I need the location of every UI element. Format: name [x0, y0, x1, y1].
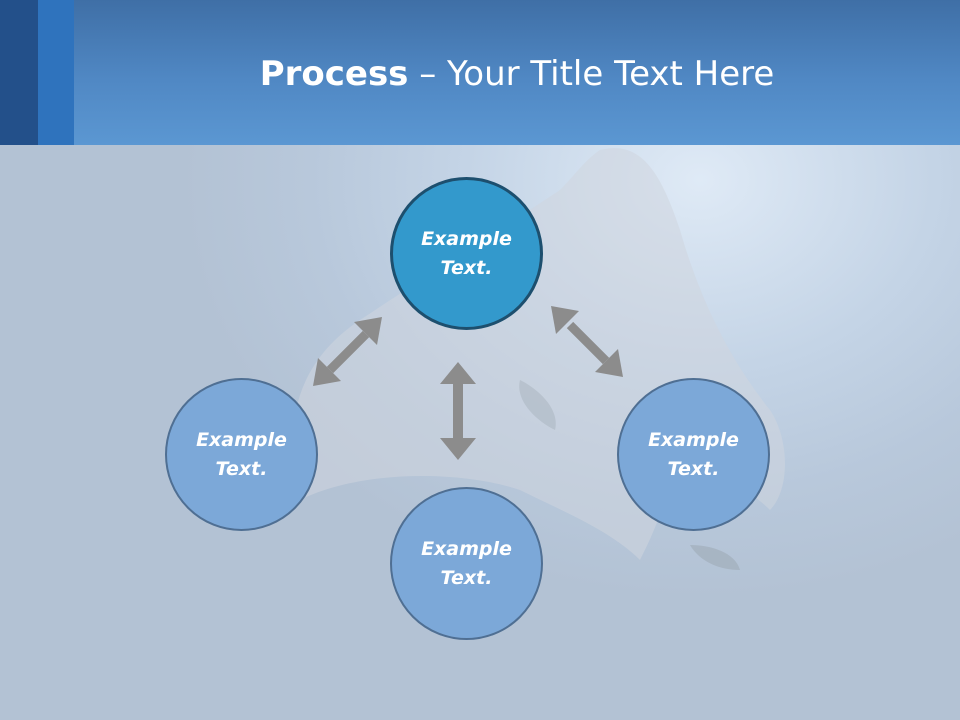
header-accent-stripe-dark: [0, 0, 38, 145]
title-rest-part: – Your Title Text Here: [408, 54, 775, 94]
title-bold-part: Process: [259, 54, 409, 94]
header-accent-stripe-light: [38, 0, 74, 145]
title-bar: [0, 0, 960, 145]
arrow-right-diagonal: [551, 306, 623, 377]
slide-title: Process – Your Title Text Here: [74, 52, 960, 96]
arrow-vertical: [440, 362, 476, 460]
arrow-left-diagonal: [313, 317, 382, 386]
